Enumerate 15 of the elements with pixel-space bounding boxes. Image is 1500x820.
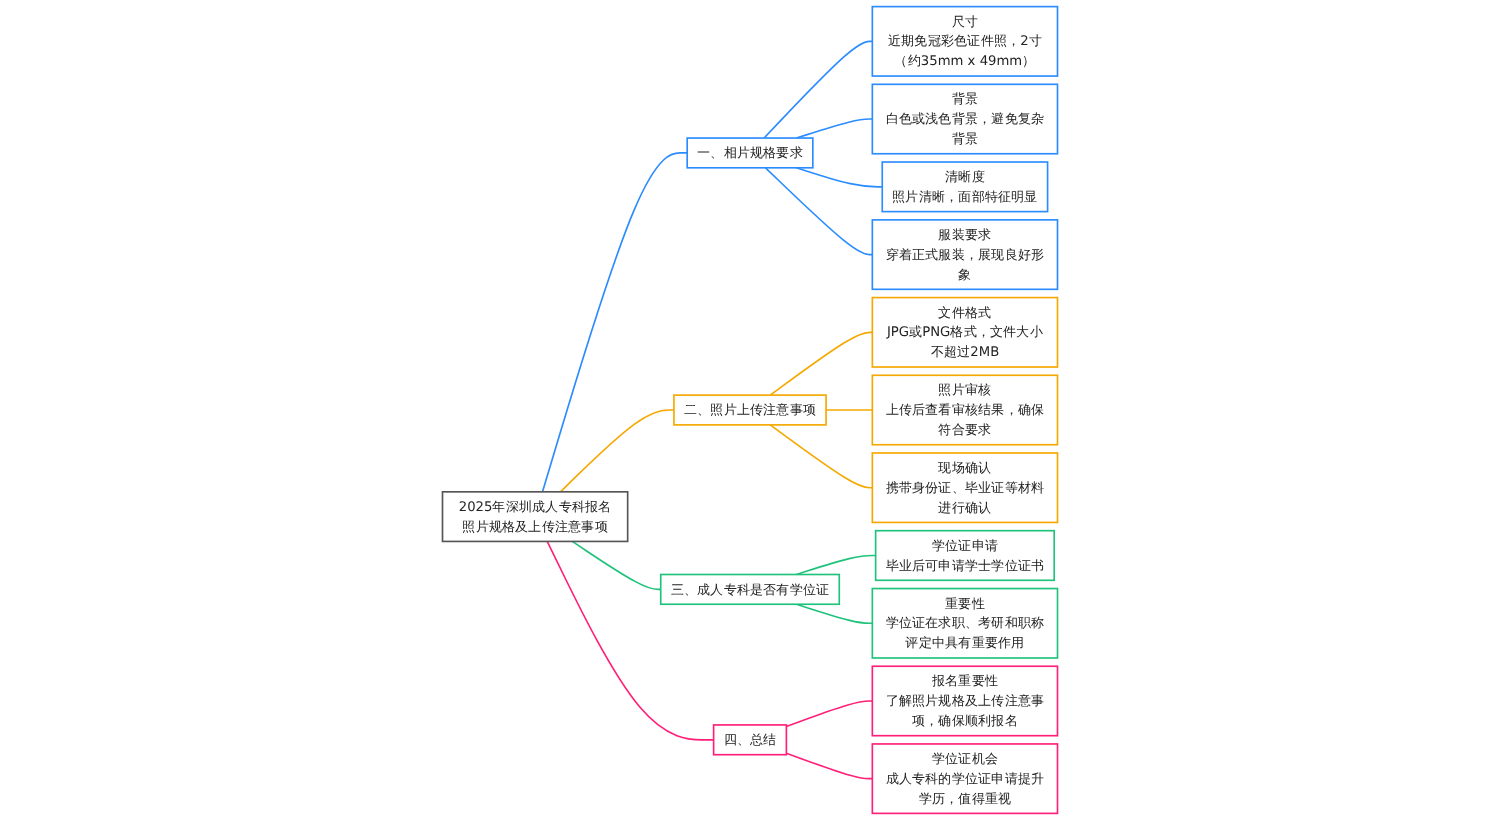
- connector: [825, 409, 874, 411]
- connector: [763, 40, 874, 139]
- connector: [559, 409, 675, 493]
- connector: [795, 603, 874, 625]
- connector: [546, 540, 715, 741]
- connector: [795, 554, 877, 576]
- connector: [785, 752, 874, 780]
- connector: [769, 424, 874, 489]
- connector: [541, 152, 688, 493]
- connector: [769, 331, 874, 396]
- connector: [764, 166, 874, 256]
- connector: [571, 540, 662, 591]
- connector: [785, 700, 874, 728]
- connector: [795, 118, 874, 139]
- connector: [795, 166, 884, 188]
